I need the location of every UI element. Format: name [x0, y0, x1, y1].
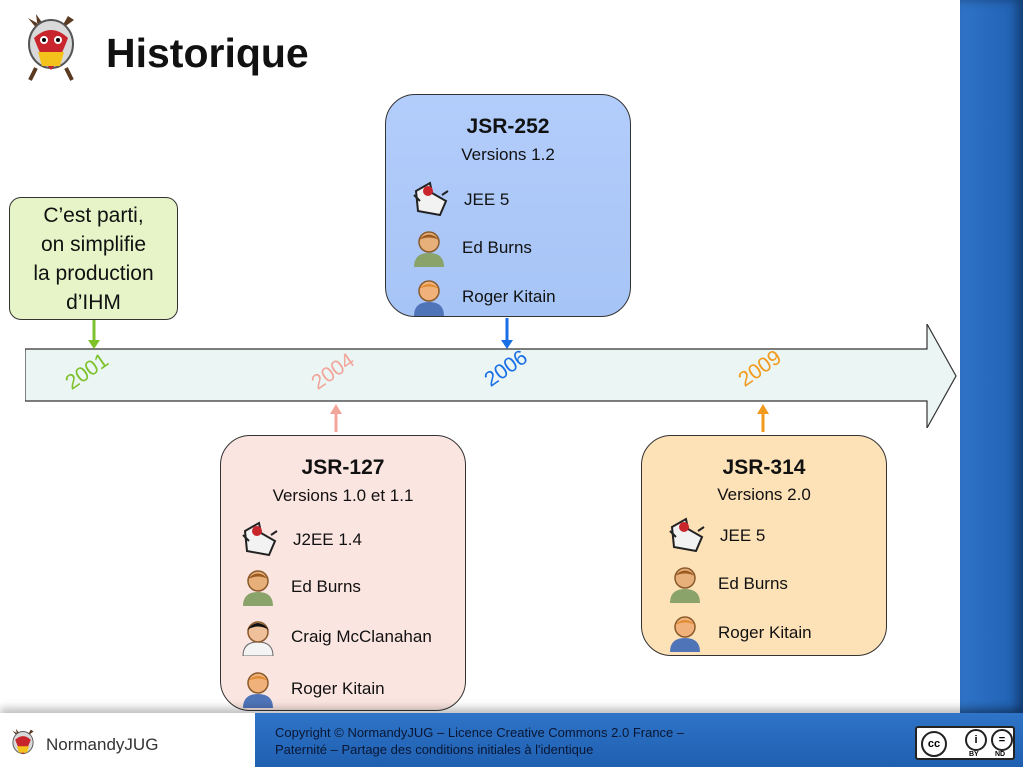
jsr-item-label: JEE 5 — [720, 526, 766, 545]
normandyjug-logo-icon — [16, 8, 86, 82]
timeline-arrow — [25, 324, 957, 428]
arrow-down-2001-icon — [88, 320, 100, 349]
jsr-title: JSR-252 — [466, 115, 550, 138]
person-icon — [243, 672, 273, 708]
jsr-item: Ed Burns — [410, 229, 532, 267]
jsr-314-box: JSR-314 Versions 2.0 JEE 5 Ed Burns Roge… — [641, 435, 887, 656]
no-derivatives-icon: = — [991, 729, 1013, 751]
callout-line: C’est parti, — [43, 204, 144, 227]
jsr-item-label: JEE 5 — [464, 190, 510, 209]
jsr-item-label: Roger Kitain — [718, 623, 812, 642]
person-icon — [242, 621, 274, 656]
jsr-item-label: Roger Kitain — [462, 287, 556, 306]
normandyjug-small-logo-icon — [6, 726, 40, 760]
jsr-item: Roger Kitain — [239, 670, 385, 708]
jsr-item: Roger Kitain — [666, 614, 812, 652]
page-title: Historique — [106, 30, 309, 76]
jsr-subtitle: Versions 2.0 — [717, 485, 811, 504]
jsr-item: Roger Kitain — [410, 278, 556, 316]
person-icon — [670, 616, 700, 652]
jsr-item: JEE 5 — [666, 517, 765, 555]
copyright-line: Copyright © NormandyJUG – Licence Creati… — [275, 725, 685, 740]
jsr-item: Ed Burns — [666, 565, 788, 603]
jsr-item: Craig McClanahan — [239, 618, 432, 656]
jsr-item: JEE 5 — [410, 181, 509, 219]
copyright-text: Copyright © NormandyJUG – Licence Creati… — [275, 724, 775, 758]
copyright-line: Paternité – Partage des conditions initi… — [275, 742, 594, 757]
jsr-item: Ed Burns — [239, 568, 361, 606]
cc-icon: cc — [921, 731, 947, 757]
cc-by-label: BY — [969, 751, 979, 758]
jsr-item-label: J2EE 1.4 — [293, 530, 362, 549]
arrow-up-2009-icon — [757, 404, 769, 432]
person-icon — [414, 280, 444, 316]
jsr-subtitle: Versions 1.2 — [461, 145, 555, 164]
jsr-252-box: JSR-252 Versions 1.2 JEE 5 Ed Burns Roge… — [385, 94, 631, 317]
jsr-title: JSR-314 — [722, 456, 806, 479]
duke-icon — [669, 517, 705, 553]
right-accent-bar — [960, 0, 1023, 713]
jsr-item-label: Ed Burns — [718, 574, 788, 593]
attribution-icon: i — [965, 729, 987, 751]
footer-brand-name: NormandyJUG — [46, 735, 159, 754]
callout-2001: C’est parti, on simplifie la production … — [9, 197, 178, 320]
jsr-item-label: Ed Burns — [291, 577, 361, 596]
arrow-down-2006-icon — [501, 318, 513, 349]
duke-icon — [413, 181, 449, 217]
creative-commons-badge[interactable]: cc i = BY ND — [915, 726, 1015, 760]
callout-line: on simplifie — [40, 233, 147, 256]
person-icon — [414, 231, 444, 267]
jsr-item-label: Craig McClanahan — [291, 627, 432, 646]
callout-line: d’IHM — [66, 291, 121, 314]
person-icon — [243, 570, 273, 606]
jsr-title: JSR-127 — [301, 456, 385, 479]
jsr-127-box: JSR-127 Versions 1.0 et 1.1 J2EE 1.4 Ed … — [220, 435, 466, 711]
jsr-item-label: Ed Burns — [462, 238, 532, 257]
duke-icon — [242, 521, 278, 557]
person-icon — [670, 567, 700, 603]
footer-copyright-panel — [255, 713, 1023, 767]
jsr-item: J2EE 1.4 — [239, 521, 362, 559]
jsr-item-label: Roger Kitain — [291, 679, 385, 698]
jsr-subtitle: Versions 1.0 et 1.1 — [272, 486, 414, 505]
arrow-up-2004-icon — [330, 404, 342, 432]
cc-nd-label: ND — [995, 751, 1006, 758]
callout-line: la production — [33, 262, 154, 285]
